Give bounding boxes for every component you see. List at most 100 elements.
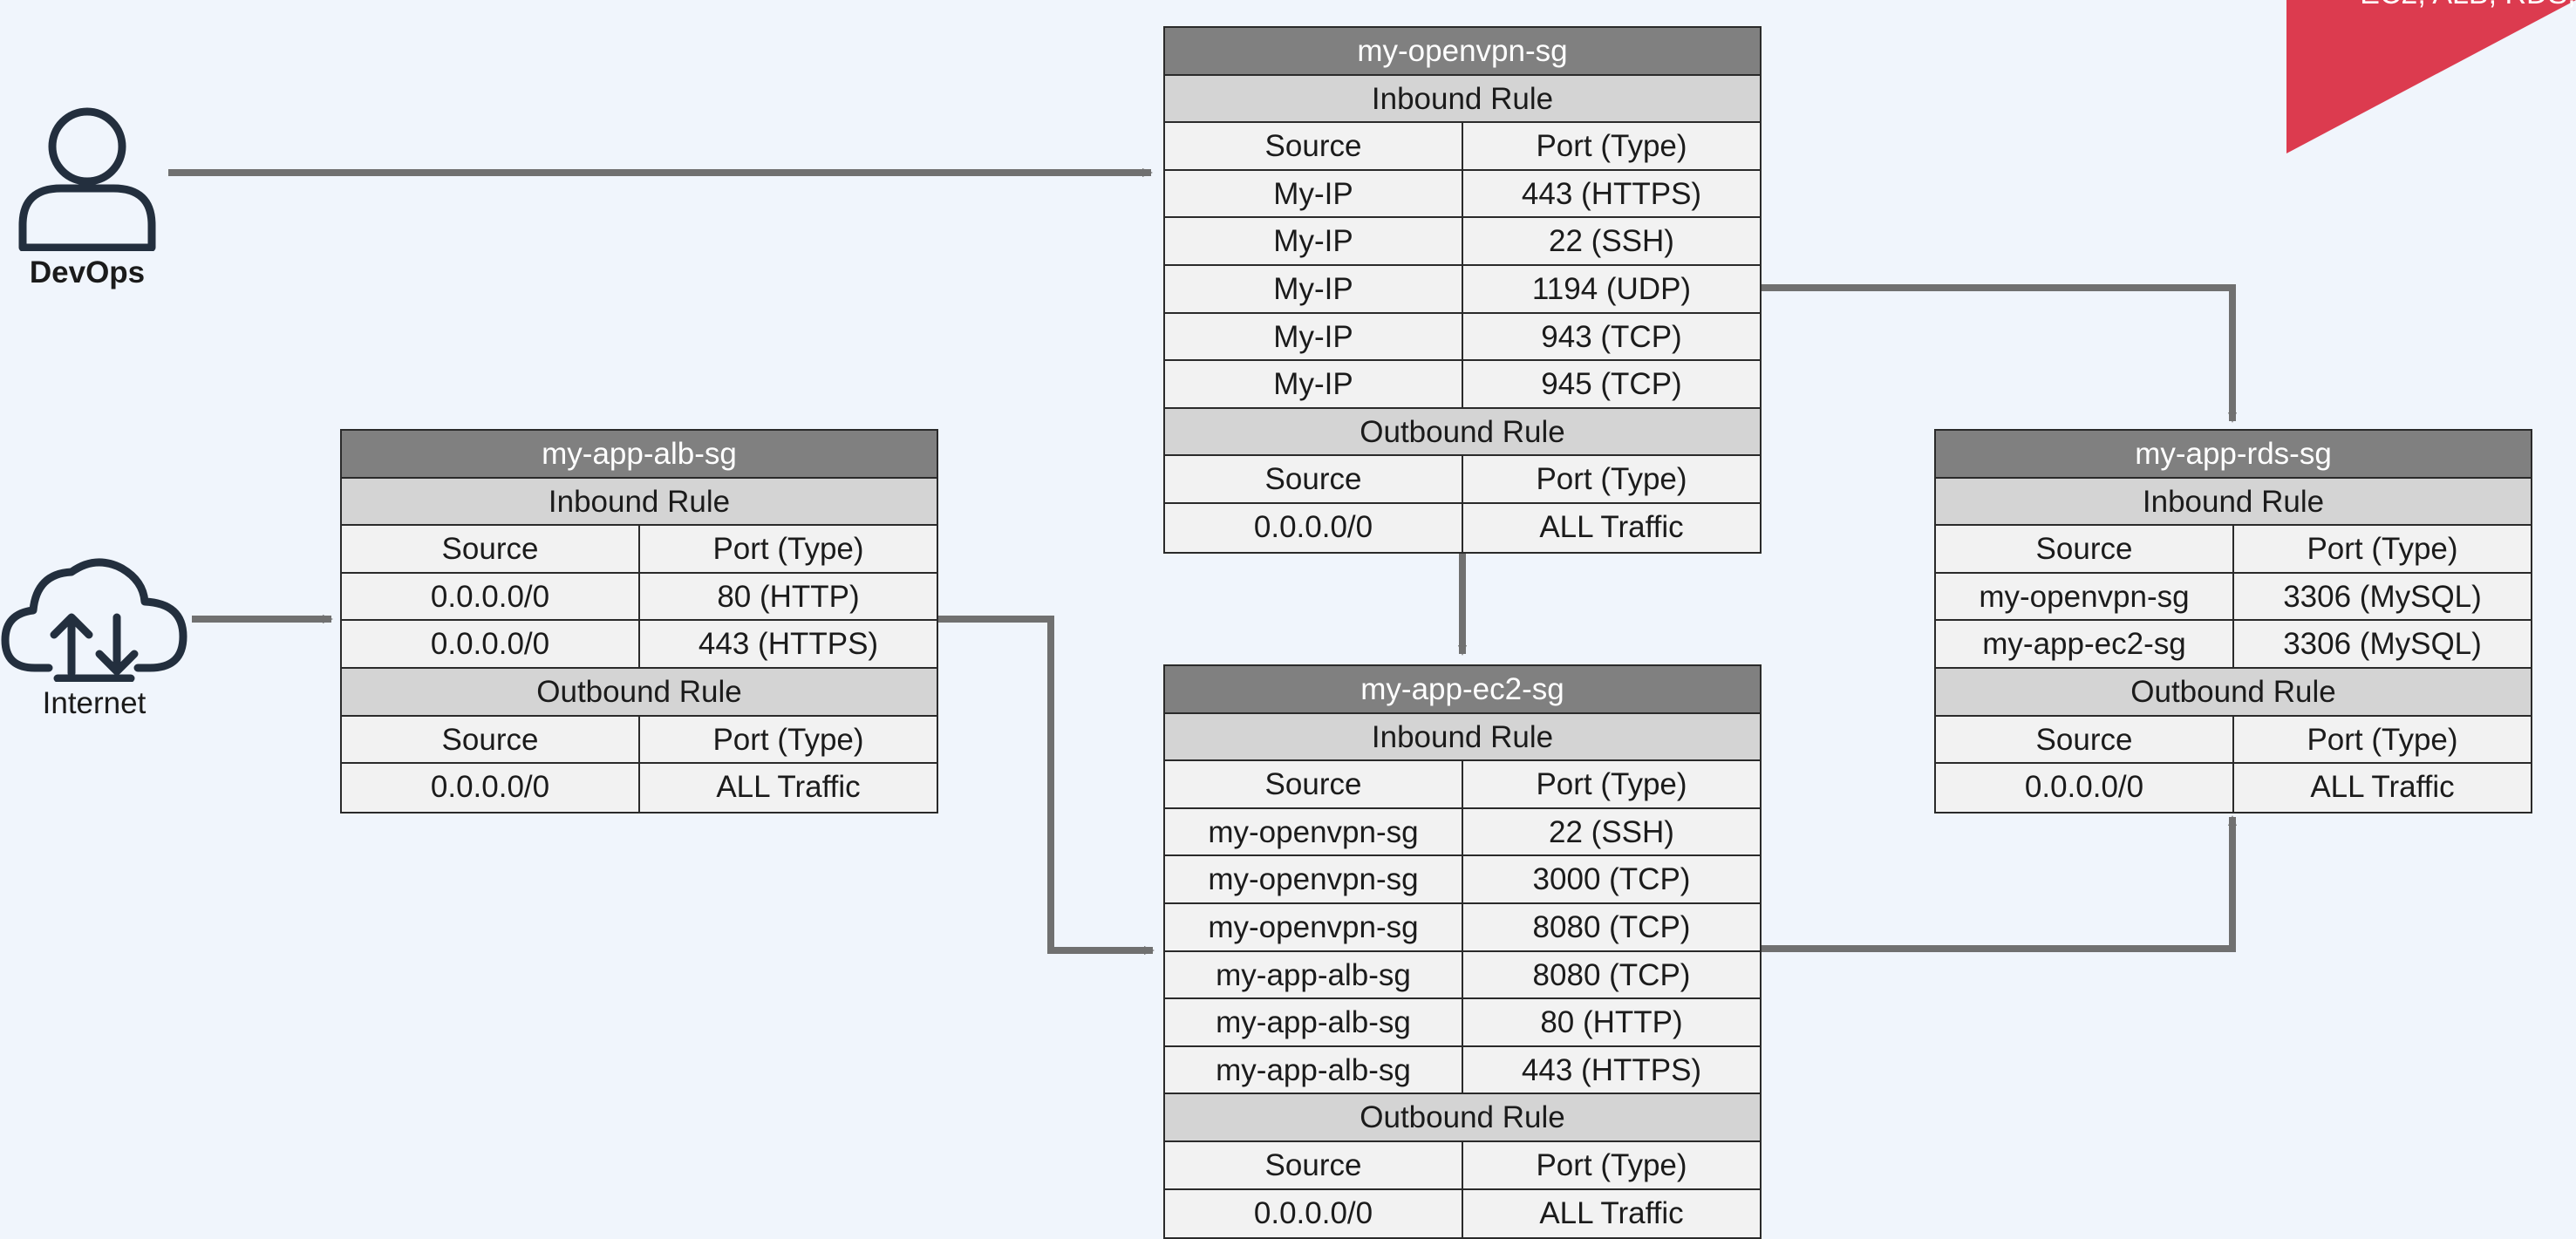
column-header-row: Source Port (Type): [1165, 761, 1760, 809]
inbound-rule-heading: Inbound Rule: [342, 478, 937, 527]
outbound-rule-heading: Outbound Rule: [1165, 1094, 1760, 1142]
rule-port-type: 22 (SSH): [1462, 218, 1760, 264]
corner-badge: EC2, ALB, RDS, ALL: [2286, 0, 2576, 153]
inbound-rule-row: My-IP 443 (HTTPS): [1165, 170, 1760, 219]
rule-port-type: ALL Traffic: [638, 764, 937, 812]
devops-label: DevOps: [29, 255, 146, 289]
inbound-rule-row: my-openvpn-sg 22 (SSH): [1165, 808, 1760, 857]
rule-port-type: ALL Traffic: [2232, 764, 2531, 812]
rule-source: my-app-ec2-sg: [1982, 627, 2186, 662]
rule-source: my-openvpn-sg: [1208, 814, 1419, 849]
rule-port-type: 3306 (MySQL): [2232, 621, 2531, 667]
rule-source: my-app-alb-sg: [1216, 957, 1411, 992]
rule-source: 0.0.0.0/0: [1253, 1195, 1373, 1230]
inbound-rule-row: my-openvpn-sg 8080 (TCP): [1165, 903, 1760, 952]
column-header-source: Source: [1264, 767, 1362, 802]
column-header-port-type: Port (Type): [1462, 761, 1760, 807]
rule-source: 0.0.0.0/0: [1253, 509, 1373, 544]
rule-port-type: 443 (HTTPS): [1462, 170, 1760, 217]
rule-source: 0.0.0.0/0: [430, 627, 550, 662]
column-header-source: Source: [441, 722, 539, 757]
outbound-rule-heading: Outbound Rule: [342, 668, 937, 717]
inbound-rule-row: My-IP 945 (TCP): [1165, 361, 1760, 409]
outbound-rule-row: 0.0.0.0/0 ALL Traffic: [1165, 503, 1760, 552]
rule-port-type: ALL Traffic: [1462, 1189, 1760, 1238]
rule-port-type: 945 (TCP): [1462, 361, 1760, 407]
column-header-source: Source: [1264, 462, 1362, 497]
column-header-row: Source Port (Type): [342, 716, 937, 765]
rule-source: 0.0.0.0/0: [430, 770, 550, 805]
column-header-row: Source Port (Type): [342, 526, 937, 574]
column-header-source: Source: [2035, 532, 2133, 567]
security-group-title: my-openvpn-sg: [1165, 28, 1760, 76]
outbound-rule-row: 0.0.0.0/0 ALL Traffic: [1165, 1189, 1760, 1238]
badge-text: EC2, ALB, RDS, ALL: [2360, 0, 2576, 10]
rule-port-type: 3306 (MySQL): [2232, 573, 2531, 620]
outbound-rule-heading: Outbound Rule: [1165, 408, 1760, 457]
cloud-upload-download-icon: [1, 558, 187, 683]
inbound-rule-row: My-IP 1194 (UDP): [1165, 265, 1760, 314]
outbound-rule-row: 0.0.0.0/0 ALL Traffic: [342, 764, 937, 812]
rule-source: My-IP: [1273, 271, 1353, 306]
column-header-source: Source: [1264, 129, 1362, 164]
column-header-port-type: Port (Type): [1462, 456, 1760, 502]
security-group-title: my-app-ec2-sg: [1165, 666, 1760, 714]
inbound-rule-row: My-IP 22 (SSH): [1165, 218, 1760, 266]
rule-source: my-app-alb-sg: [1216, 1005, 1411, 1040]
security-group-title: my-app-rds-sg: [1936, 431, 2531, 479]
internet-actor: Internet: [0, 551, 188, 721]
column-header-row: Source Port (Type): [1936, 526, 2531, 574]
column-header-source: Source: [441, 532, 539, 567]
rule-port-type: 8080 (TCP): [1462, 903, 1760, 950]
rule-source: 0.0.0.0/0: [430, 579, 550, 614]
inbound-rule-row: 0.0.0.0/0 80 (HTTP): [342, 573, 937, 622]
security-group-title: my-app-alb-sg: [342, 431, 937, 479]
devops-actor: DevOps: [9, 94, 166, 290]
column-header-row: Source Port (Type): [1165, 456, 1760, 504]
inbound-rule-row: My-IP 943 (TCP): [1165, 313, 1760, 362]
inbound-rule-row: my-app-alb-sg 80 (HTTP): [1165, 999, 1760, 1047]
internet-label: Internet: [42, 686, 147, 720]
rule-source: my-openvpn-sg: [1208, 909, 1419, 944]
column-header-port-type: Port (Type): [2232, 526, 2531, 572]
column-header-row: Source Port (Type): [1165, 123, 1760, 171]
rule-port-type: 8080 (TCP): [1462, 951, 1760, 998]
rule-port-type: 443 (HTTPS): [1462, 1046, 1760, 1093]
column-header-row: Source Port (Type): [1165, 1141, 1760, 1190]
rule-source: my-app-alb-sg: [1216, 1052, 1411, 1087]
connector-ec2-to-rds: [1762, 815, 2237, 952]
connector-openvpn-to-rds: [1762, 284, 2237, 423]
rule-source: My-IP: [1273, 319, 1353, 354]
column-header-source: Source: [1264, 1147, 1362, 1182]
rule-port-type: 943 (TCP): [1462, 313, 1760, 360]
column-header-port-type: Port (Type): [1462, 123, 1760, 169]
column-header-port-type: Port (Type): [638, 526, 937, 572]
rule-port-type: 22 (SSH): [1462, 808, 1760, 855]
rule-source: My-IP: [1273, 176, 1353, 211]
rule-port-type: 80 (HTTP): [1462, 999, 1760, 1045]
inbound-rule-heading: Inbound Rule: [1936, 478, 2531, 527]
rule-source: My-IP: [1273, 224, 1353, 259]
rule-port-type: 80 (HTTP): [638, 573, 937, 620]
inbound-rule-row: my-app-ec2-sg 3306 (MySQL): [1936, 621, 2531, 669]
inbound-rule-heading: Inbound Rule: [1165, 713, 1760, 762]
rule-source: my-openvpn-sg: [1208, 862, 1419, 897]
column-header-port-type: Port (Type): [638, 716, 937, 763]
rule-port-type: ALL Traffic: [1462, 503, 1760, 552]
inbound-rule-row: my-app-alb-sg 443 (HTTPS): [1165, 1046, 1760, 1095]
rule-source: My-IP: [1273, 367, 1353, 402]
column-header-port-type: Port (Type): [1462, 1141, 1760, 1188]
inbound-rule-heading: Inbound Rule: [1165, 75, 1760, 124]
inbound-rule-row: 0.0.0.0/0 443 (HTTPS): [342, 621, 937, 669]
rule-port-type: 443 (HTTPS): [638, 621, 937, 667]
rule-port-type: 1194 (UDP): [1462, 265, 1760, 312]
outbound-rule-heading: Outbound Rule: [1936, 668, 2531, 717]
